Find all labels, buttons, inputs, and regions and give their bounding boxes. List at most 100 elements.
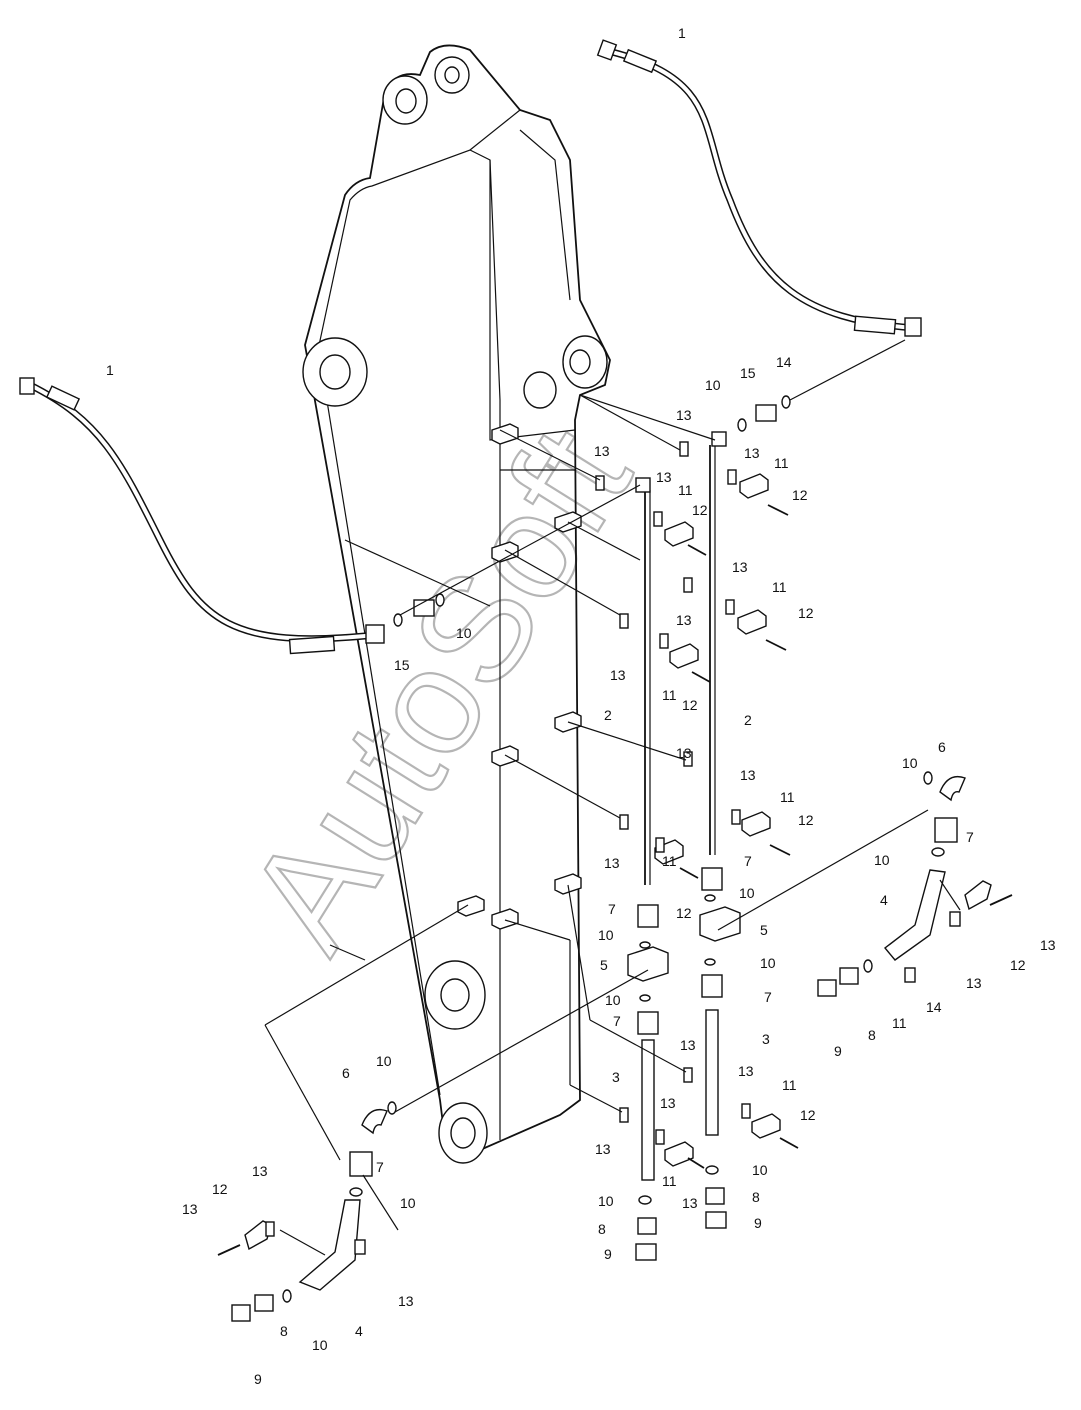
callout-label: 10 bbox=[312, 1337, 328, 1353]
callout-label: 3 bbox=[612, 1069, 620, 1085]
callout-label: 12 bbox=[798, 605, 814, 621]
callout-label: 13 bbox=[656, 469, 672, 485]
callout-label: 11 bbox=[780, 789, 795, 805]
callout-label: 3 bbox=[762, 1031, 770, 1047]
callout-label: 2 bbox=[604, 707, 612, 723]
callout-label: 9 bbox=[834, 1043, 842, 1059]
callout-label: 10 bbox=[752, 1162, 768, 1178]
hose-1-left bbox=[19, 377, 385, 655]
callout-label: 1 bbox=[678, 25, 686, 41]
callout-label: 10 bbox=[739, 885, 755, 901]
callout-label: 12 bbox=[798, 812, 814, 828]
callout-label: 14 bbox=[926, 999, 942, 1015]
callout-label: 13 bbox=[732, 559, 748, 575]
callout-label: 4 bbox=[880, 892, 888, 908]
callout-label: 6 bbox=[938, 739, 946, 755]
pipe-4-left bbox=[298, 1199, 361, 1291]
callout-label: 8 bbox=[280, 1323, 288, 1339]
callout-label: 1 bbox=[106, 362, 114, 378]
callout-label: 13 bbox=[738, 1063, 754, 1079]
callout-label: 11 bbox=[678, 482, 693, 498]
callout-label: 9 bbox=[254, 1371, 262, 1387]
pipe-2-right bbox=[709, 431, 727, 855]
callout-label: 7 bbox=[966, 829, 974, 845]
pipe-3-left bbox=[641, 1039, 655, 1181]
callout-label: 10 bbox=[760, 955, 776, 971]
hose-1-upper-right bbox=[596, 39, 922, 337]
callout-label: 13 bbox=[1040, 937, 1056, 953]
callout-label: 13 bbox=[680, 1037, 696, 1053]
pipe-2-left bbox=[635, 477, 651, 885]
callout-label: 13 bbox=[610, 667, 626, 683]
callout-label: 8 bbox=[752, 1189, 760, 1205]
callout-label: 6 bbox=[342, 1065, 350, 1081]
callout-labels: 1 1 2 2 3 3 4 4 5 5 6 6 7 7 7 7 7 7 8 8 … bbox=[106, 25, 1056, 1387]
callout-label: 4 bbox=[355, 1323, 363, 1339]
callout-label: 10 bbox=[705, 377, 721, 393]
callout-label: 10 bbox=[598, 927, 614, 943]
callout-label: 5 bbox=[760, 922, 768, 938]
callout-label: 8 bbox=[598, 1221, 606, 1237]
callout-label: 13 bbox=[966, 975, 982, 991]
callout-label: 15 bbox=[394, 657, 410, 673]
block-5-right bbox=[699, 906, 741, 942]
connector-7 bbox=[637, 904, 659, 928]
callout-label: 13 bbox=[676, 612, 692, 628]
callout-label: 5 bbox=[600, 957, 608, 973]
callout-label: 7 bbox=[764, 989, 772, 1005]
callout-label: 11 bbox=[774, 455, 789, 471]
callout-label: 7 bbox=[608, 901, 616, 917]
callout-label: 15 bbox=[740, 365, 756, 381]
boom bbox=[302, 44, 611, 1164]
callout-label: 13 bbox=[594, 443, 610, 459]
elbow-6-right bbox=[939, 775, 966, 802]
callout-label: 12 bbox=[676, 905, 692, 921]
callout-label: 9 bbox=[754, 1215, 762, 1231]
callout-label: 14 bbox=[776, 354, 792, 370]
callout-label: 13 bbox=[740, 767, 756, 783]
callout-label: 12 bbox=[682, 697, 698, 713]
callout-label: 13 bbox=[744, 445, 760, 461]
callout-label: 12 bbox=[692, 502, 708, 518]
callout-label: 12 bbox=[800, 1107, 816, 1123]
callout-label: 13 bbox=[595, 1141, 611, 1157]
callout-label: 2 bbox=[744, 712, 752, 728]
callout-label: 7 bbox=[613, 1013, 621, 1029]
callout-label: 7 bbox=[744, 853, 752, 869]
callout-label: 13 bbox=[252, 1163, 268, 1179]
callout-label: 11 bbox=[662, 687, 677, 703]
callout-label: 13 bbox=[182, 1201, 198, 1217]
callout-label: 13 bbox=[682, 1195, 698, 1211]
callout-label: 11 bbox=[782, 1077, 797, 1093]
boom-brackets bbox=[457, 423, 582, 930]
callout-label: 11 bbox=[662, 853, 677, 869]
callout-label: 13 bbox=[676, 407, 692, 423]
block-5-left bbox=[627, 946, 669, 982]
callout-label: 10 bbox=[456, 625, 472, 641]
callout-label: 9 bbox=[604, 1246, 612, 1262]
clamps bbox=[217, 441, 1013, 1256]
callout-label: 12 bbox=[1010, 957, 1026, 973]
callout-label: 10 bbox=[400, 1195, 416, 1211]
pipe-3-right bbox=[705, 1009, 719, 1136]
callout-label: 12 bbox=[212, 1181, 228, 1197]
callout-label: 11 bbox=[662, 1173, 677, 1189]
callout-label: 10 bbox=[376, 1053, 392, 1069]
callout-label: 7 bbox=[376, 1159, 384, 1175]
callout-label: 10 bbox=[605, 992, 621, 1008]
callout-label: 10 bbox=[874, 852, 890, 868]
elbow-6-left bbox=[361, 1108, 388, 1135]
callout-label: 8 bbox=[868, 1027, 876, 1043]
callout-label: 13 bbox=[676, 745, 692, 761]
callout-label: 11 bbox=[772, 579, 787, 595]
callout-label: 13 bbox=[660, 1095, 676, 1111]
watermark-text: AutoSoft bbox=[215, 400, 662, 977]
callout-label: 13 bbox=[604, 855, 620, 871]
callout-label: 11 bbox=[892, 1015, 907, 1031]
callout-label: 12 bbox=[792, 487, 808, 503]
callout-label: 10 bbox=[598, 1193, 614, 1209]
fittings bbox=[231, 395, 966, 1322]
routing-lines bbox=[264, 339, 961, 1256]
callout-label: 13 bbox=[398, 1293, 414, 1309]
